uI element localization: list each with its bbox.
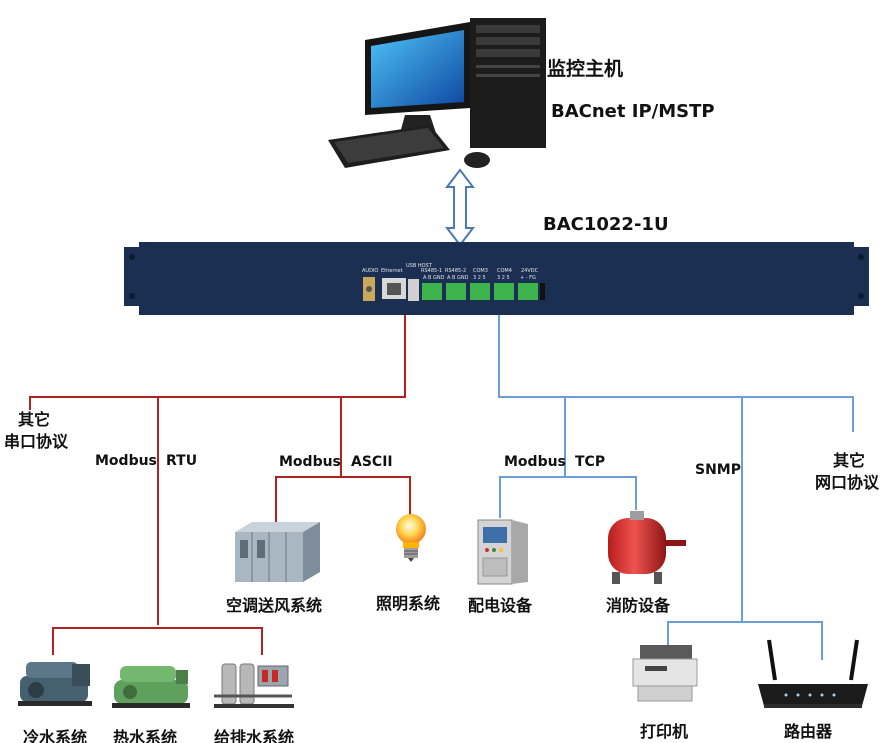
network-other-label: 网口协议 (815, 473, 880, 492)
device-label: 给排水系统 (214, 728, 295, 743)
router-icon (758, 639, 868, 708)
host-title: 监控主机 (547, 58, 624, 80)
network-other-label: 其它 (833, 451, 866, 470)
network-bus-lines (498, 315, 854, 660)
bidirectional-arrow-icon (444, 168, 476, 247)
snmp-label: SNMP (695, 462, 741, 478)
water-supply-system-icon (214, 663, 294, 708)
port-label: RS485-1 (421, 268, 442, 274)
host-protocol: BACnet IP/MSTP (551, 101, 715, 122)
port-pins: A B GND (447, 275, 469, 281)
modbus-rtu-label: Modbus (95, 453, 157, 469)
port-pins: 3 2 5 (473, 275, 486, 281)
bac1022-device (124, 242, 869, 315)
port-label: COM4 (497, 268, 512, 274)
port-label: AUDIO (362, 268, 378, 274)
serial-bus-lines (29, 315, 411, 655)
host-computer-icon (328, 18, 546, 168)
serial-other-label: 其它 (18, 410, 51, 429)
port-pins: A B GND (423, 275, 445, 281)
heat-pump-icon (112, 666, 190, 708)
port-pins: + - FG (520, 275, 536, 281)
port-label: Ethernet (381, 268, 403, 274)
port-label: RS485-2 (445, 268, 466, 274)
modbus-tcp-label: TCP (575, 454, 606, 470)
chiller-icon (18, 662, 92, 706)
device-label: 消防设备 (606, 596, 671, 615)
modbus-ascii-label: Modbus (279, 454, 341, 470)
distribution-cabinet-icon (477, 519, 528, 585)
port-label: 24VDC (521, 268, 539, 274)
device-label: 冷水系统 (23, 728, 88, 743)
modbus-rtu-label: RTU (166, 453, 198, 469)
device-model: BAC1022-1U (543, 214, 669, 235)
modbus-tcp-label: Modbus (504, 454, 566, 470)
air-handling-unit-icon (235, 522, 320, 582)
device-label: 照明系统 (376, 594, 441, 613)
light-bulb-icon (396, 514, 426, 562)
device-label: 热水系统 (113, 728, 178, 743)
printer-icon (632, 645, 698, 702)
device-label: 打印机 (640, 722, 689, 741)
serial-other-label: 串口协议 (4, 432, 69, 451)
fire-equipment-icon (608, 511, 686, 584)
modbus-ascii-label: ASCII (351, 454, 393, 470)
port-label: USB HOST (406, 263, 433, 269)
device-label: 路由器 (784, 722, 833, 741)
device-label: 配电设备 (468, 596, 533, 615)
port-label: COM3 (473, 268, 488, 274)
device-label: 空调送风系统 (226, 596, 323, 615)
port-pins: 3 2 5 (497, 275, 510, 281)
